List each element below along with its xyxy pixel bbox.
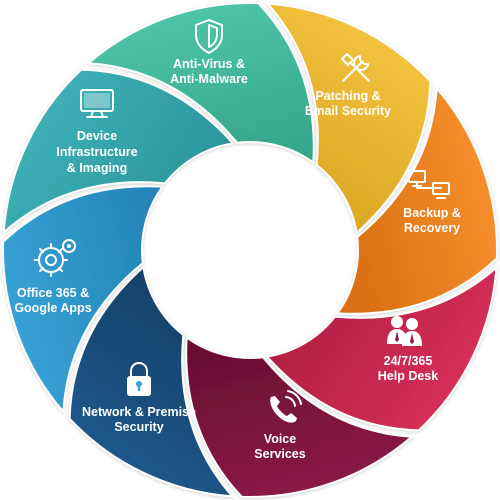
segment-label-line: Network & Premise [82,405,196,419]
segment-label-line: Backup & [403,206,461,220]
shield-icon [195,19,223,54]
segment-4 [185,335,415,498]
icons-layer [34,19,450,423]
segment-label-line: Services [254,447,305,461]
tools-icon [341,53,370,82]
segment-2 [335,85,498,315]
segment-label: Backup &Recovery [403,206,461,235]
segment-3 [265,265,498,432]
segment-label-line: Google Apps [14,301,91,315]
network-computers-icon [408,170,450,199]
segment-label-line: 24/7/365 [384,354,433,368]
segment-label-line: Email Security [305,104,391,118]
segment-7 [2,68,235,235]
gears-icon [34,239,76,277]
lock-icon [127,362,151,396]
segment-label-line: Voice [264,432,296,446]
segment-label-line: Device [77,129,117,143]
segment-6 [2,185,165,415]
support-people-icon [387,316,422,346]
segment-label: Anti-Virus &Anti-Malware [170,57,248,86]
segment-label: Office 365 &Google Apps [14,286,91,315]
segment-label-line: Patching & [315,89,380,103]
monitor-icon [80,89,114,118]
segment-label-line: Security [114,420,163,434]
segment-8 [85,2,315,165]
phone-icon [270,390,302,423]
segment-label-line: Anti-Malware [170,72,248,86]
segment-label-line: Anti-Virus & [173,57,245,71]
segment-label-line: Infrastructure [56,145,137,159]
segment-label-line: & Imaging [67,161,127,175]
segment-label: Patching &Email Security [305,89,391,118]
segment-label-line: Office 365 & [17,286,89,300]
segment-label-line: Help Desk [378,369,438,383]
segment-label-line: Recovery [404,221,460,235]
segment-1 [265,2,432,235]
